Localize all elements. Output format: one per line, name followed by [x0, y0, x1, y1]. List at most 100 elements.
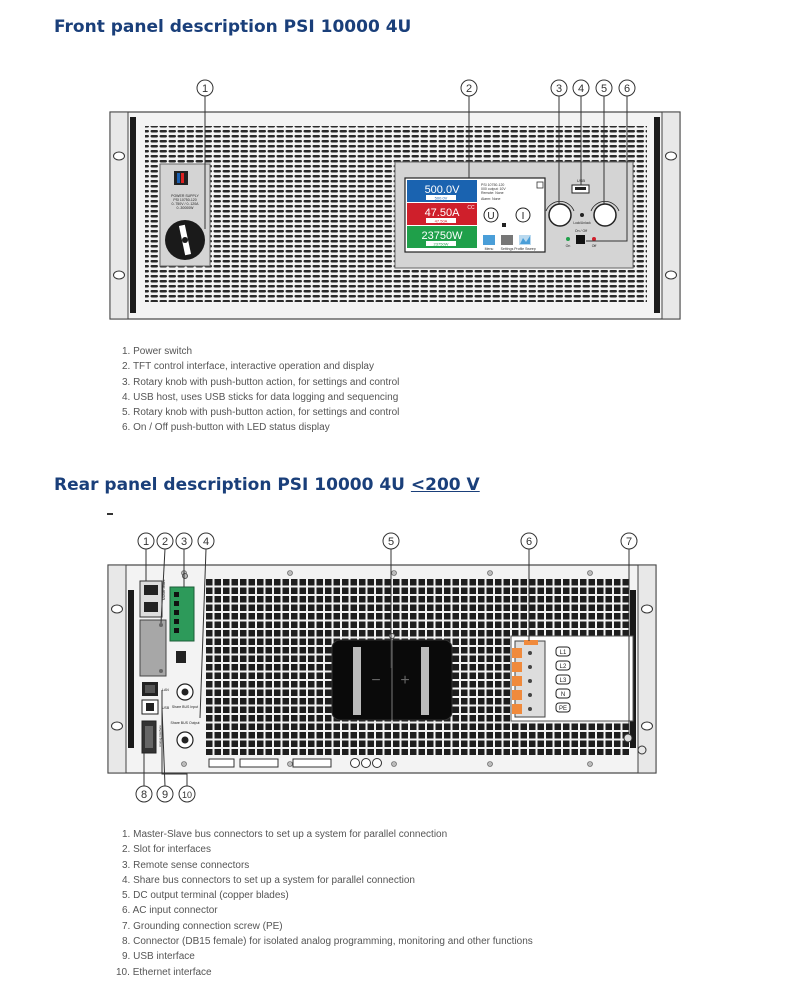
model-label-3: 0..750V / 0..120A [171, 202, 199, 206]
lock-button[interactable] [580, 213, 584, 217]
power-value: 23750W [422, 230, 464, 242]
current-set: 47.50A [435, 218, 448, 223]
info-line: Remote: None [481, 191, 504, 195]
on-off-button[interactable] [576, 235, 585, 244]
model-label-2: PSI 10750-120 [173, 198, 196, 202]
model-label-4: 0..30000W [177, 206, 195, 210]
front-items-list: 1. Power switch 2. TFT control interface… [122, 344, 399, 436]
power-set: 23750W [434, 241, 449, 246]
bottom-slot [292, 758, 332, 768]
share-bus-input-label: Share BUS Input [172, 705, 198, 709]
rear-callout-6: 6 [520, 532, 538, 641]
front-callout-4: 4 [572, 79, 590, 185]
off-label: Off [592, 244, 597, 248]
rack-hole [111, 721, 123, 731]
rear-callout-8: 8 [135, 753, 153, 803]
dc-minus-blade [353, 647, 361, 715]
list-item: 3. Rotary knob with push-button action, … [122, 376, 400, 388]
current-mode: CC [467, 205, 475, 211]
svg-text:4: 4 [578, 83, 584, 95]
dc-plus-blade [421, 647, 429, 715]
rear-callout-1: 1 [137, 532, 155, 581]
list-item: 2. TFT control interface, interactive op… [122, 361, 374, 373]
rack-ear-left [109, 111, 129, 320]
remote-sense-connector[interactable] [169, 586, 195, 642]
list-item: 1. Master-Slave bus connectors to set up… [122, 829, 448, 840]
rear-panel-diagram: Master-Slave LAN USB Analog Interface Sh… [107, 532, 657, 803]
voltage-value: 500.0V [425, 184, 461, 196]
profile-button[interactable] [519, 235, 531, 245]
info-line: PSI 10750-120 [481, 183, 504, 187]
settings-label: Settings [501, 247, 514, 251]
rack-hole [641, 604, 653, 614]
interface-slot[interactable] [139, 619, 167, 677]
svg-text:6: 6 [624, 83, 630, 95]
lan-label: LAN [162, 688, 169, 692]
svg-text:2: 2 [162, 536, 168, 548]
svg-text:9: 9 [162, 789, 168, 801]
svg-text:3: 3 [556, 83, 562, 95]
knob-i-icon [515, 207, 531, 223]
list-item: 7. Grounding connection screw (PE) [122, 920, 283, 932]
list-item: 8. Connector (DB15 female) for isolated … [122, 936, 533, 948]
rack-hole [113, 151, 125, 161]
list-item: 2. Slot for interfaces [122, 844, 211, 856]
rotary-knob-left[interactable] [548, 203, 572, 227]
list-item: 4. USB host, uses USB sticks for data lo… [122, 391, 399, 403]
list-item: 3. Remote sense connectors [122, 859, 250, 871]
ac-label-pe: PE [559, 706, 567, 712]
on-label: On [566, 244, 571, 248]
rack-ear-right [661, 111, 681, 320]
rear-callout-9: 9 [156, 707, 174, 803]
svg-text:2: 2 [466, 83, 472, 95]
rear-callout-3: 3 [175, 532, 193, 587]
ac-label-l1: L1 [560, 650, 567, 656]
knob-u-label: U [487, 211, 494, 222]
rack-hole [111, 604, 123, 614]
list-item: 10. Ethernet interface [116, 966, 212, 978]
ac-label-n: N [561, 692, 565, 698]
settings-button[interactable] [501, 235, 513, 245]
current-value: 47.50A [425, 207, 461, 219]
front-callout-2: 2 [460, 79, 478, 178]
handle-left [128, 590, 134, 748]
menu-button[interactable] [483, 235, 495, 245]
rack-hole [113, 270, 125, 280]
master-slave-label: Master-Slave [162, 579, 166, 600]
rear-items-list: 1. Master-Slave bus connectors to set up… [116, 827, 533, 980]
svg-text:1: 1 [143, 536, 149, 548]
bottom-knob [361, 758, 371, 768]
front-callout-1: 1 [196, 79, 214, 229]
handle-left [130, 117, 136, 313]
share-bus-output-label: Share BUS Output [171, 721, 200, 725]
info-line: 000 output: 10V [481, 187, 506, 191]
svg-text:4: 4 [203, 536, 209, 548]
svg-text:5: 5 [388, 536, 394, 548]
rear-callout-4: 4 [197, 532, 215, 719]
bottom-knob [372, 758, 382, 768]
list-item: 5. Rotary knob with push-button action, … [122, 407, 400, 419]
ac-label-l2: L2 [560, 664, 567, 670]
front-callout-3: 3 [550, 79, 568, 204]
bottom-slot [239, 758, 279, 768]
rack-hole [641, 721, 653, 731]
bottom-knob [350, 758, 360, 768]
front-panel-diagram: POWER SUPPLY PSI 10750-120 0..750V / 0..… [109, 79, 681, 320]
profile-label: Profile Sweep [514, 247, 536, 251]
front-callout-6: 6 [586, 79, 636, 242]
list-item: 4. Share bus connectors to set up a syst… [122, 874, 415, 886]
usb-label: USB [162, 706, 170, 710]
voltage-set: 500.0V [435, 195, 448, 200]
svg-text:3: 3 [181, 536, 187, 548]
on-off-label: On / Off [575, 229, 587, 233]
voltage-panel [407, 180, 477, 202]
svg-text:10: 10 [182, 790, 192, 800]
list-item: 1. Power switch [122, 346, 193, 357]
analog-label: Analog Interface [158, 725, 162, 747]
knob-u-icon [483, 207, 499, 223]
power-panel [407, 226, 477, 248]
rear-callout-5: 5 [382, 532, 400, 668]
rotary-knob-right[interactable] [593, 203, 617, 227]
rear-callout-7: 7 [620, 532, 638, 734]
ground-screw[interactable] [623, 733, 633, 743]
